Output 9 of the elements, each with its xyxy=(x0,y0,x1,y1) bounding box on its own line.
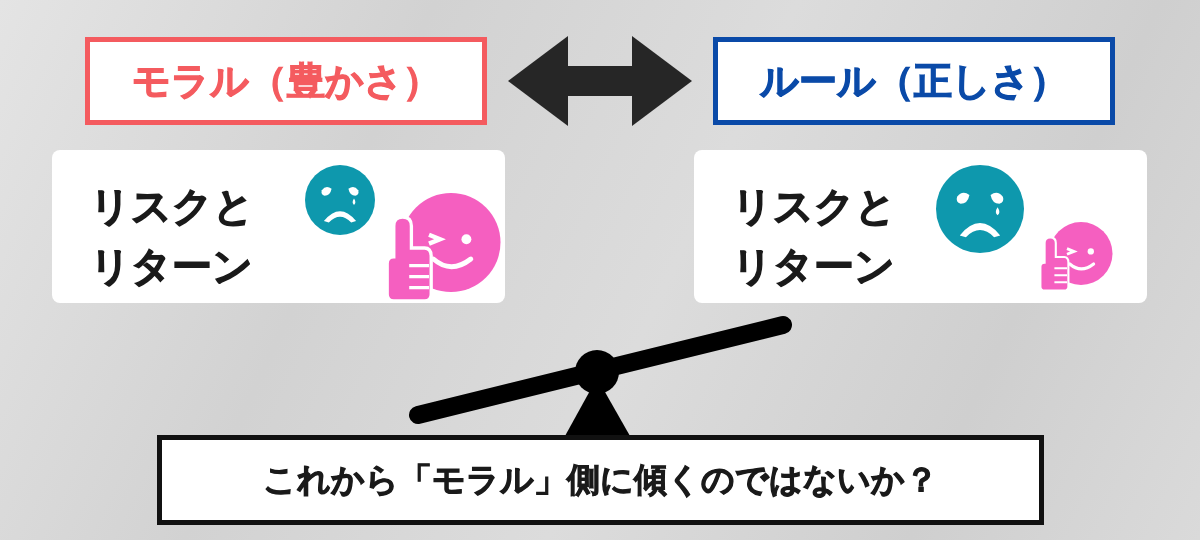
heading-box: ルール（正しさ） xyxy=(713,37,1115,125)
question-banner xyxy=(157,435,1044,525)
double-arrow xyxy=(508,36,692,126)
card-text: リスクとリターン xyxy=(732,182,897,291)
card-background xyxy=(694,150,1147,303)
card-text: リスクとリターン xyxy=(90,182,255,291)
question-text: これから「モラル」側に傾くのではないか？ xyxy=(263,458,938,501)
heading-box: モラル（豊かさ） xyxy=(85,37,487,125)
card-background xyxy=(52,150,505,303)
